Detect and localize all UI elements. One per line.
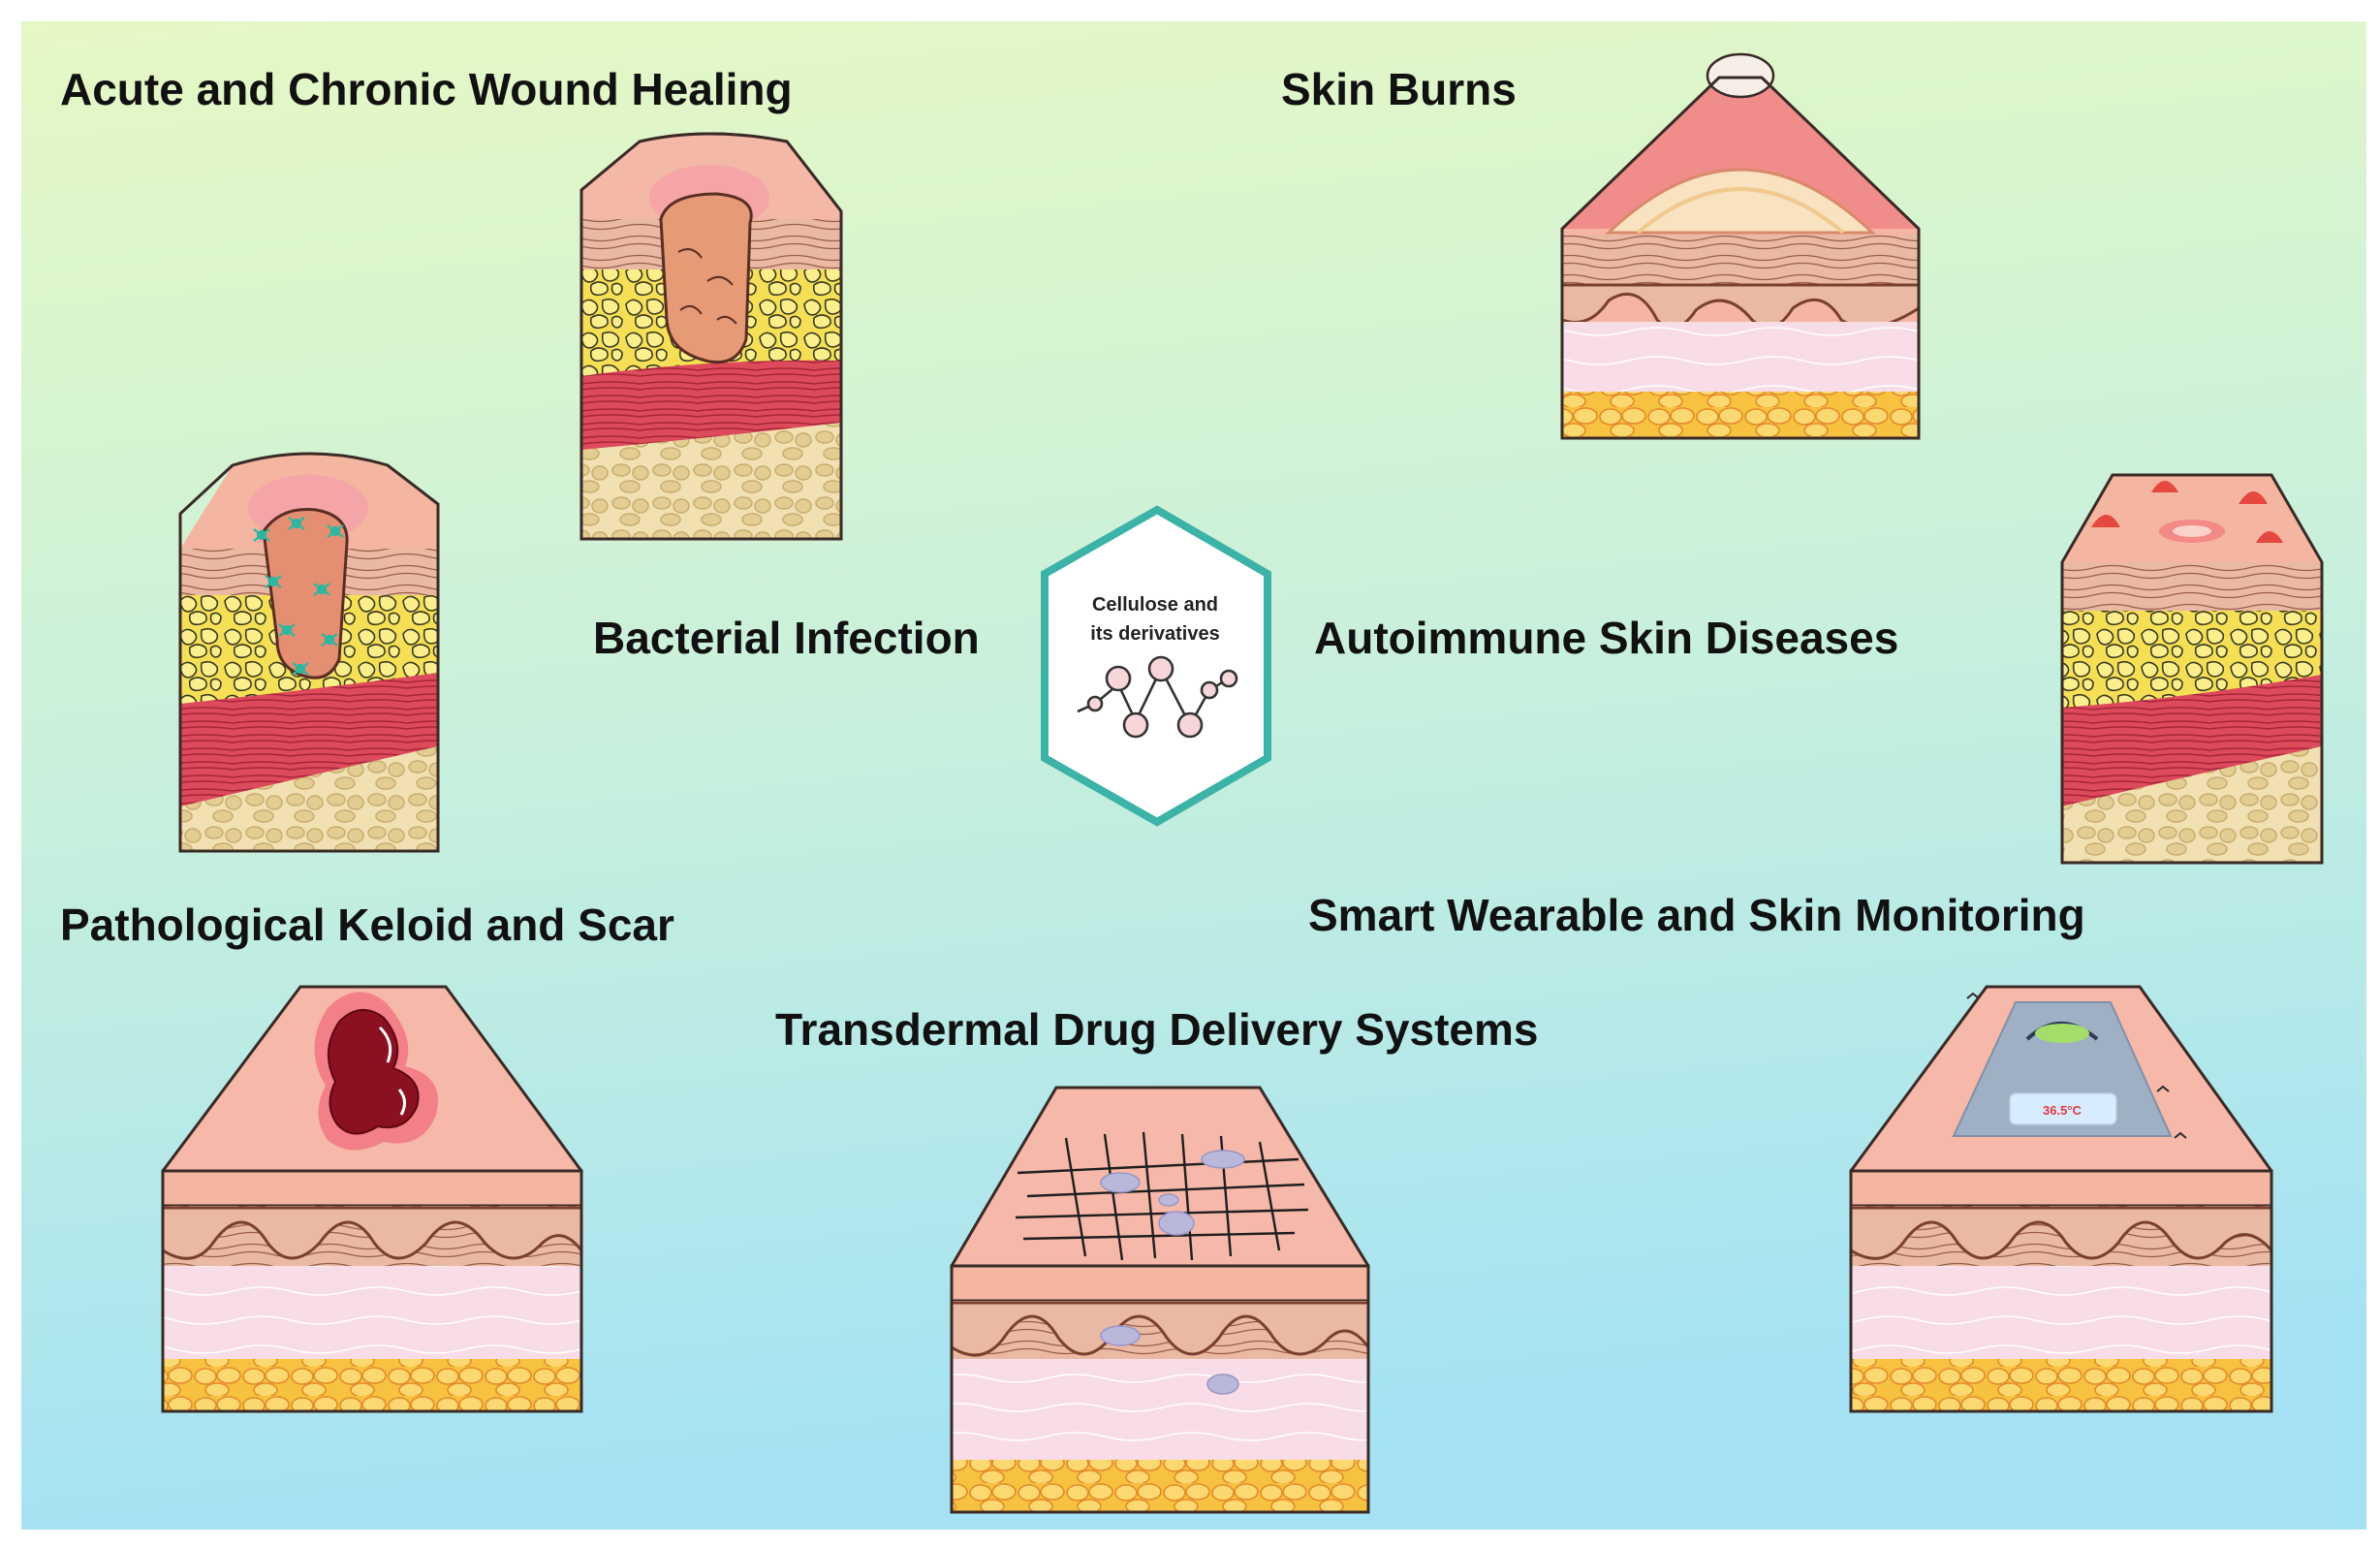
center-label-line1: Cellulose and (1092, 594, 1218, 616)
bacterial-infection-illustration (178, 452, 440, 853)
transdermal-illustration (950, 1086, 1370, 1514)
autoimmune-illustration (2060, 473, 2324, 865)
label-keloid-scar: Pathological Keloid and Scar (60, 900, 674, 950)
wound-healing-illustration (579, 132, 843, 541)
label-wound-healing: Acute and Chronic Wound Healing (60, 64, 793, 114)
label-smart-wearable: Smart Wearable and Skin Monitoring (1308, 890, 2085, 940)
skin-burns-illustration (1560, 52, 1921, 440)
molecule-chain-icon (1077, 655, 1238, 739)
label-bacterial-infection: Bacterial Infection (593, 613, 980, 663)
keloid-scar-illustration (161, 985, 583, 1413)
center-label-line2: its derivatives (1090, 623, 1219, 645)
sensor-temperature-readout: 36.5°C (2043, 1103, 2082, 1118)
label-transdermal: Transdermal Drug Delivery Systems (775, 1004, 1538, 1055)
label-skin-burns: Skin Burns (1281, 64, 1517, 114)
label-autoimmune: Autoimmune Skin Diseases (1314, 613, 1898, 663)
smart-wearable-illustration (1849, 985, 2273, 1413)
